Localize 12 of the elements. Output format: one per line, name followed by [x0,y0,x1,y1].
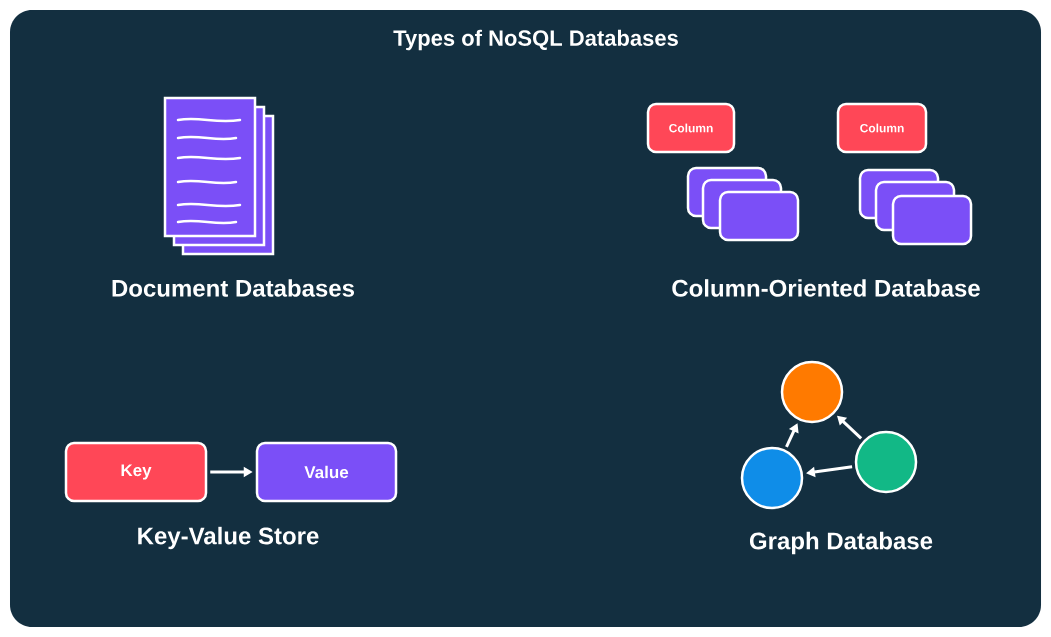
caption: Key-Value Store [138,526,319,550]
caption: Column-Oriented Database [672,279,980,297]
value-box: Value [255,441,398,503]
key-box: Key [64,441,208,503]
graph-node-circle [740,446,804,510]
graph-node-circle [780,360,844,424]
graph-node-circle [854,430,918,494]
column-box: Column [836,102,928,154]
column-box: Column [646,102,736,154]
caption: Document Databases [112,279,354,297]
title: Types of NoSQL Databases [393,29,678,51]
caption: Graph Database [749,531,933,555]
